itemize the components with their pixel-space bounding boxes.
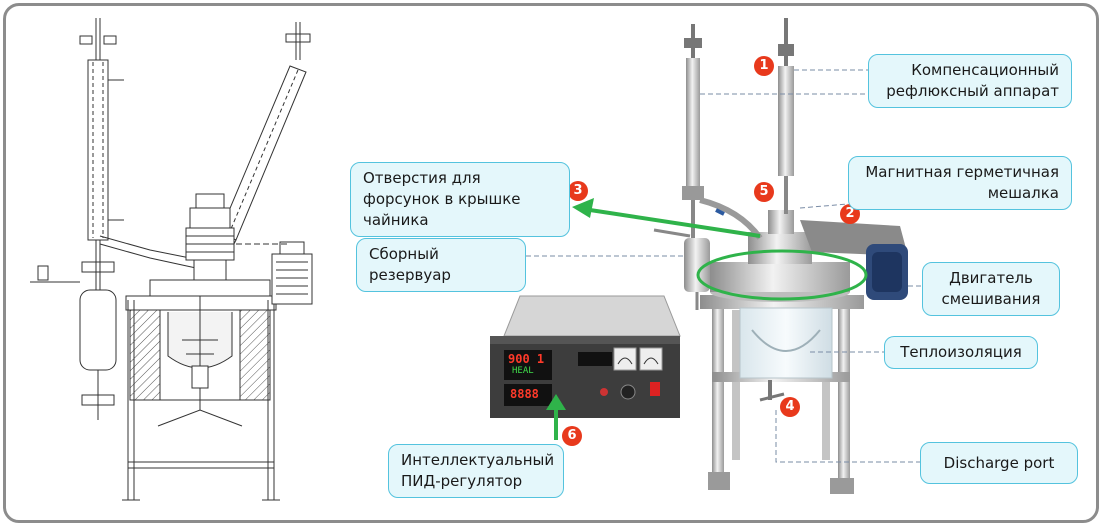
leader-stirrer	[799, 203, 849, 209]
controller-display-bottom: 8888	[510, 387, 539, 401]
label-magnetic-stirrer: Магнитная герметичная мешалка	[848, 156, 1072, 210]
pid-controller-device	[490, 295, 681, 418]
badge-5: 5	[754, 182, 774, 202]
nozzle-highlight-ellipse	[696, 249, 868, 301]
label-discharge-port: Discharge port	[920, 442, 1078, 484]
reactor-photo	[653, 18, 908, 494]
label-nozzle-holes: Отверстия для форсунок в крышке чайника	[350, 162, 570, 237]
label-pid-controller: Интеллектуальный ПИД-регулятор	[388, 444, 564, 498]
badge-1: 1	[754, 56, 774, 76]
controller-display-top: 900 1	[508, 352, 545, 366]
label-heat-insulation: Теплоизоляция	[884, 336, 1038, 369]
label-collection-tank: Сборный резервуар	[356, 238, 526, 292]
badge-3: 3	[568, 181, 588, 201]
controller-display-mid: HEAL	[512, 366, 534, 376]
label-reflux-apparatus: Компенсационный рефлюксный аппарат	[868, 54, 1072, 108]
green-arrows	[546, 198, 761, 440]
label-stirring-motor: Двигатель смешивания	[922, 262, 1060, 316]
badge-6: 6	[562, 426, 582, 446]
badge-4: 4	[780, 397, 800, 417]
leader-discharge	[775, 410, 920, 463]
technical-drawing	[30, 18, 313, 501]
